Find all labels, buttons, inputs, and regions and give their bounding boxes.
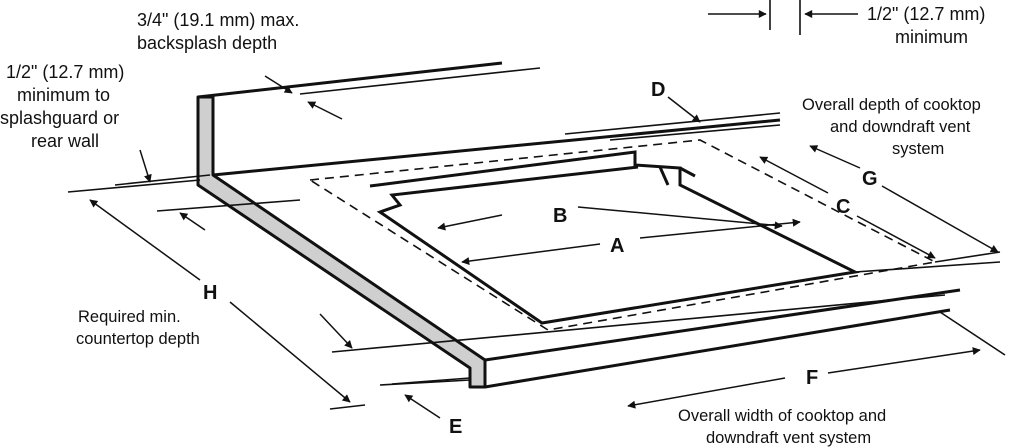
letter-f: F [806, 367, 818, 389]
rear-note-line4: rear wall [31, 131, 99, 151]
overall-depth-line3: system [892, 140, 944, 158]
letter-c: C [836, 196, 850, 218]
letter-h: H [203, 282, 217, 304]
rear-note-line1: 1/2" (12.7 mm) [6, 62, 124, 82]
overall-footprint [307, 139, 938, 331]
rear-note-line2: minimum to [17, 85, 110, 105]
rear-note-line3: splashguard or [0, 108, 119, 128]
text-notes: 3/4" (19.1 mm) max. backsplash depth 1/2… [0, 4, 985, 447]
letter-e: E [449, 416, 462, 438]
backsplash-note-line1: 3/4" (19.1 mm) max. [137, 10, 299, 30]
dimension-arrows [89, 10, 999, 419]
overall-width-line2: downdraft vent system [706, 429, 871, 447]
overall-width-line1: Overall width of cooktop and [678, 407, 886, 425]
dimension-letters: B A C D E F G H [203, 79, 878, 438]
overall-depth-line2: and downdraft vent [830, 118, 971, 136]
letter-a: A [610, 235, 624, 257]
overall-depth-line1: Overall depth of cooktop [802, 96, 981, 114]
letter-b: B [553, 205, 567, 227]
extension-lines [67, 0, 1006, 410]
minimum-note-line2: minimum [895, 27, 968, 47]
minimum-note-line1: 1/2" (12.7 mm) [867, 4, 985, 24]
countertop-note-line2: countertop depth [76, 330, 200, 348]
letter-d: D [651, 79, 665, 101]
backsplash-note-line2: backsplash depth [137, 33, 277, 53]
countertop-note-line1: Required min. [78, 308, 181, 326]
letter-g: G [862, 168, 878, 190]
